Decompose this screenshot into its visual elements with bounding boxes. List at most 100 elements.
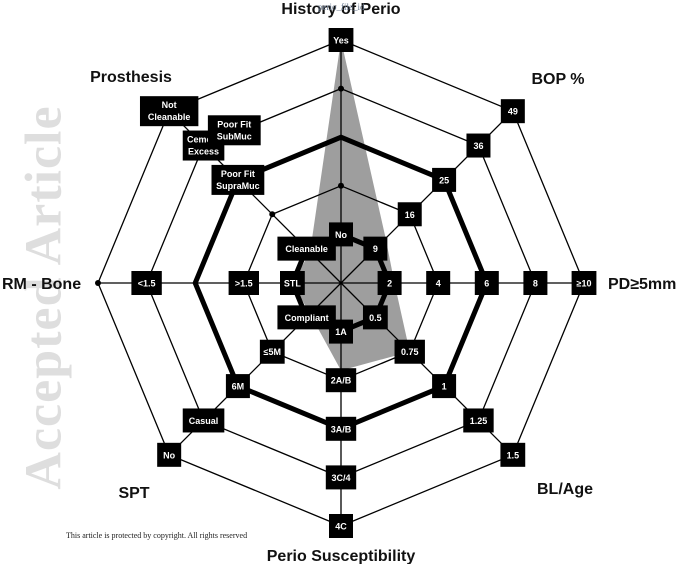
label-box-text: 0.5 — [369, 313, 382, 323]
label-box — [182, 408, 225, 433]
label-box-text: Casual — [189, 416, 219, 426]
level-label-5: 1.5 — [500, 442, 526, 467]
label-box-text: >1.5 — [235, 279, 253, 289]
label-box-text: 4C — [335, 522, 347, 532]
axis-title: RM - Bone — [2, 276, 81, 293]
label-box — [474, 271, 499, 295]
label-box — [131, 271, 162, 295]
label-box-text: 36 — [473, 141, 483, 151]
level-label-4: 36 — [466, 133, 491, 158]
level-label-3: 1 — [432, 374, 457, 399]
label-box — [277, 305, 336, 330]
label-box-text: 49 — [508, 107, 518, 117]
label-box — [329, 514, 353, 538]
label-box-text: 1 — [442, 382, 447, 392]
label-box-text: Poor Fit — [217, 119, 251, 129]
label-box-text: 1.25 — [470, 416, 488, 426]
level-label-4: <1.5 — [131, 271, 162, 295]
label-box — [363, 236, 388, 261]
label-box-text: Poor Fit — [221, 169, 255, 179]
label-box-text: 9 — [373, 244, 378, 254]
label-box — [139, 96, 199, 127]
level-label-3: 3A/B — [325, 416, 357, 441]
level-label-1: Cleanable — [277, 236, 336, 261]
level-label-5: ≥10 — [571, 271, 597, 295]
label-box — [432, 374, 457, 399]
level-label-1: 2 — [377, 271, 402, 295]
label-box-text: Cleanable — [285, 244, 328, 254]
level-label-1: 9 — [363, 236, 388, 261]
level-dot — [269, 211, 276, 218]
label-box-text: Cleanable — [148, 112, 191, 122]
label-box-text: 6 — [484, 279, 489, 289]
label-box-text: 2A/B — [331, 376, 352, 386]
level-label-3: 25 — [432, 167, 457, 192]
axis-title: BL/Age — [537, 481, 593, 498]
label-box-text: 2 — [387, 279, 392, 289]
level-label-2: 0.75 — [394, 339, 425, 364]
level-label-5: No — [157, 442, 182, 467]
label-box — [466, 133, 491, 158]
level-label-4: Casual — [182, 408, 225, 433]
label-box — [277, 236, 336, 261]
label-box-text: No — [335, 230, 347, 240]
level-label-5: 49 — [500, 99, 525, 124]
level-label-2: >1.5 — [228, 271, 259, 295]
label-box-text: STL — [284, 279, 302, 289]
label-box-text: <1.5 — [138, 279, 156, 289]
label-box — [228, 271, 259, 295]
axis-title: Perio Susceptibility — [267, 548, 416, 564]
label-box — [500, 99, 525, 124]
label-box-text: 3A/B — [331, 424, 352, 434]
label-box-text: Compliant — [285, 313, 329, 323]
filename-overlay: perio_file_id — [318, 2, 365, 12]
label-box-text: Cement — [187, 135, 220, 145]
level-label-5: Yes — [328, 28, 354, 52]
label-box-text: 6M — [232, 382, 245, 392]
label-box — [463, 408, 494, 433]
label-box-text: Not — [162, 100, 177, 110]
label-box — [325, 416, 357, 441]
label-box — [259, 339, 285, 364]
label-box — [328, 28, 354, 52]
axis-title: Prosthesis — [90, 69, 172, 86]
label-box — [325, 368, 357, 393]
label-box-text: 3C/4 — [331, 473, 350, 483]
label-box — [394, 339, 425, 364]
level-label-1: STL — [280, 271, 305, 295]
label-box-text: Yes — [333, 36, 349, 46]
label-box-text: 0.75 — [401, 347, 419, 357]
label-box — [397, 202, 422, 227]
label-box-text: 16 — [405, 210, 415, 220]
level-label-1: 0.5 — [362, 305, 388, 330]
level-label-4: 8 — [523, 271, 548, 295]
level-label-2: 16 — [397, 202, 422, 227]
label-box — [426, 271, 451, 295]
label-box-text: ≥10 — [577, 279, 592, 289]
level-label-2: 2A/B — [325, 368, 357, 393]
level-label-3: 6M — [225, 374, 250, 399]
label-box — [211, 164, 265, 195]
label-box-text: 25 — [439, 175, 449, 185]
level-label-2: 4 — [426, 271, 451, 295]
label-box — [207, 115, 261, 146]
label-box — [523, 271, 548, 295]
label-box — [157, 442, 182, 467]
label-box — [377, 271, 402, 295]
level-label-1: Compliant — [277, 305, 336, 330]
label-box-text: SubMuc — [217, 131, 252, 141]
label-box — [225, 374, 250, 399]
label-box-text: 8 — [533, 279, 538, 289]
level-label-4: 1.25 — [463, 408, 494, 433]
axis-title: SPT — [118, 485, 149, 502]
label-box — [362, 305, 388, 330]
level-dot — [338, 182, 344, 189]
label-box — [571, 271, 597, 295]
label-box-text: 4 — [436, 279, 441, 289]
level-label-3: 6 — [474, 271, 499, 295]
level-dot — [338, 85, 344, 92]
label-box — [432, 167, 457, 192]
